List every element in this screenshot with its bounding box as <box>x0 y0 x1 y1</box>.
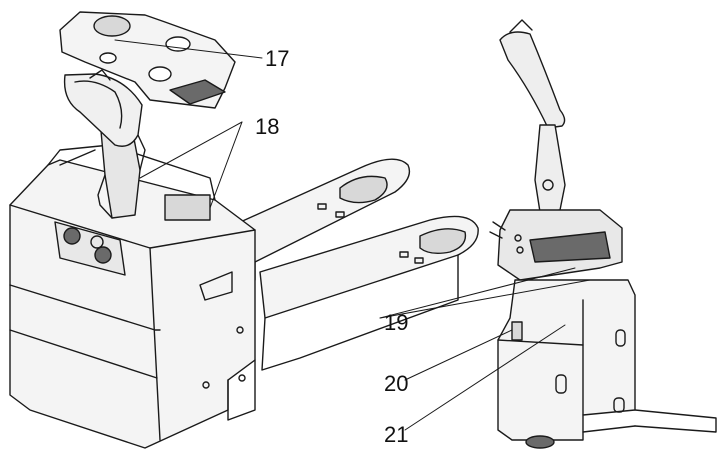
leader-18a <box>139 121 243 179</box>
truck-body <box>9 144 256 449</box>
leader-lines <box>114 39 591 431</box>
callout-17: 17 <box>265 46 290 71</box>
head-block <box>489 209 623 281</box>
leader-17 <box>114 39 263 59</box>
leader-18b <box>209 121 243 209</box>
callout-20: 20 <box>384 371 409 396</box>
leader-19b <box>379 279 591 319</box>
pallet-truck-right <box>489 19 717 449</box>
tiller-head <box>63 69 143 147</box>
callout-18: 18 <box>255 114 280 139</box>
tiller-arm-right <box>499 19 566 213</box>
callout-19: 19 <box>384 310 409 335</box>
pallet-truck-left <box>9 11 479 449</box>
leader-20 <box>404 329 513 381</box>
callout-21: 21 <box>384 422 409 447</box>
leader-21 <box>404 324 566 431</box>
fork-lower <box>259 215 479 371</box>
leader-19a <box>379 267 576 319</box>
fork-right <box>582 409 717 433</box>
top-cover <box>59 11 236 109</box>
body-right <box>497 279 636 449</box>
